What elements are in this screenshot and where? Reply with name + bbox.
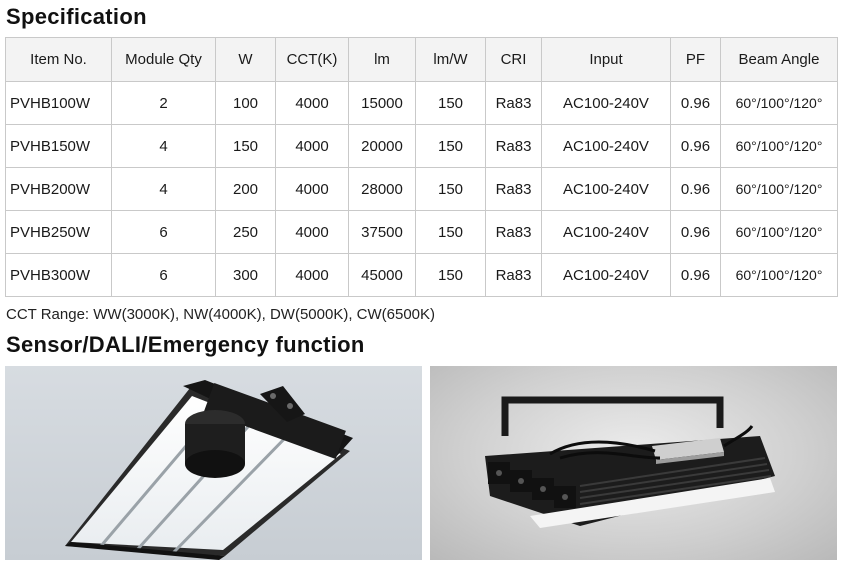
cell-input: AC100-240V bbox=[541, 210, 671, 254]
cell-cct: 4000 bbox=[275, 81, 349, 125]
cell-item-no: PVHB200W bbox=[5, 167, 112, 211]
specification-heading: Specification bbox=[6, 4, 147, 29]
table-row: PVHB200W 4 200 4000 28000 150 Ra83 AC100… bbox=[5, 167, 838, 211]
cell-lumen: 20000 bbox=[348, 124, 416, 168]
table-row: PVHB300W 6 300 4000 45000 150 Ra83 AC100… bbox=[5, 253, 838, 297]
cell-beam-angle: 60°/100°/120° bbox=[720, 167, 838, 211]
cell-input: AC100-240V bbox=[541, 167, 671, 211]
cell-watt: 200 bbox=[215, 167, 276, 211]
cell-module-qty: 6 bbox=[111, 210, 216, 254]
cell-watt: 250 bbox=[215, 210, 276, 254]
cell-item-no: PVHB150W bbox=[5, 124, 112, 168]
cct-range-note: CCT Range: WW(3000K), NW(4000K), DW(5000… bbox=[6, 306, 436, 323]
cell-efficacy: 150 bbox=[415, 81, 486, 125]
cell-cct: 4000 bbox=[275, 210, 349, 254]
cell-efficacy: 150 bbox=[415, 210, 486, 254]
cell-module-qty: 2 bbox=[111, 81, 216, 125]
cell-input: AC100-240V bbox=[541, 253, 671, 297]
header-pf: PF bbox=[670, 37, 721, 82]
table-row: PVHB100W 2 100 4000 15000 150 Ra83 AC100… bbox=[5, 81, 838, 125]
product-photo-dali-emergency bbox=[430, 366, 837, 560]
cell-module-qty: 4 bbox=[111, 124, 216, 168]
table-row: PVHB150W 4 150 4000 20000 150 Ra83 AC100… bbox=[5, 124, 838, 168]
cell-cct: 4000 bbox=[275, 167, 349, 211]
cell-module-qty: 4 bbox=[111, 167, 216, 211]
header-item-no: Item No. bbox=[5, 37, 112, 82]
header-input: Input bbox=[541, 37, 671, 82]
header-watt: W bbox=[215, 37, 276, 82]
header-lumen: lm bbox=[348, 37, 416, 82]
cell-lumen: 15000 bbox=[348, 81, 416, 125]
cell-watt: 100 bbox=[215, 81, 276, 125]
cell-item-no: PVHB250W bbox=[5, 210, 112, 254]
cell-pf: 0.96 bbox=[670, 210, 721, 254]
sensor-heading: Sensor/DALI/Emergency function bbox=[6, 332, 365, 357]
cell-lumen: 28000 bbox=[348, 167, 416, 211]
table-row: PVHB250W 6 250 4000 37500 150 Ra83 AC100… bbox=[5, 210, 838, 254]
cell-pf: 0.96 bbox=[670, 124, 721, 168]
cell-beam-angle: 60°/100°/120° bbox=[720, 81, 838, 125]
cell-cri: Ra83 bbox=[485, 253, 542, 297]
specification-table: Item No. Module Qty W CCT(K) lm lm/W CRI… bbox=[5, 37, 838, 297]
header-efficacy: lm/W bbox=[415, 37, 486, 82]
cell-cri: Ra83 bbox=[485, 81, 542, 125]
header-module-qty: Module Qty bbox=[111, 37, 216, 82]
cell-cct: 4000 bbox=[275, 253, 349, 297]
cell-watt: 300 bbox=[215, 253, 276, 297]
cell-beam-angle: 60°/100°/120° bbox=[720, 253, 838, 297]
cell-pf: 0.96 bbox=[670, 81, 721, 125]
cell-beam-angle: 60°/100°/120° bbox=[720, 210, 838, 254]
cell-efficacy: 150 bbox=[415, 253, 486, 297]
cell-input: AC100-240V bbox=[541, 124, 671, 168]
cell-input: AC100-240V bbox=[541, 81, 671, 125]
cell-beam-angle: 60°/100°/120° bbox=[720, 124, 838, 168]
cell-module-qty: 6 bbox=[111, 253, 216, 297]
cell-efficacy: 150 bbox=[415, 124, 486, 168]
cell-efficacy: 150 bbox=[415, 167, 486, 211]
cell-item-no: PVHB100W bbox=[5, 81, 112, 125]
cell-cri: Ra83 bbox=[485, 210, 542, 254]
cell-cri: Ra83 bbox=[485, 124, 542, 168]
product-photo-sensor bbox=[5, 366, 422, 560]
cell-cri: Ra83 bbox=[485, 167, 542, 211]
header-cct: CCT(K) bbox=[275, 37, 349, 82]
cell-cct: 4000 bbox=[275, 124, 349, 168]
table-header-row: Item No. Module Qty W CCT(K) lm lm/W CRI… bbox=[5, 37, 838, 82]
cell-lumen: 45000 bbox=[348, 253, 416, 297]
cell-pf: 0.96 bbox=[670, 167, 721, 211]
cell-lumen: 37500 bbox=[348, 210, 416, 254]
cell-item-no: PVHB300W bbox=[5, 253, 112, 297]
header-beam-angle: Beam Angle bbox=[720, 37, 838, 82]
cell-pf: 0.96 bbox=[670, 253, 721, 297]
cell-watt: 150 bbox=[215, 124, 276, 168]
header-cri: CRI bbox=[485, 37, 542, 82]
